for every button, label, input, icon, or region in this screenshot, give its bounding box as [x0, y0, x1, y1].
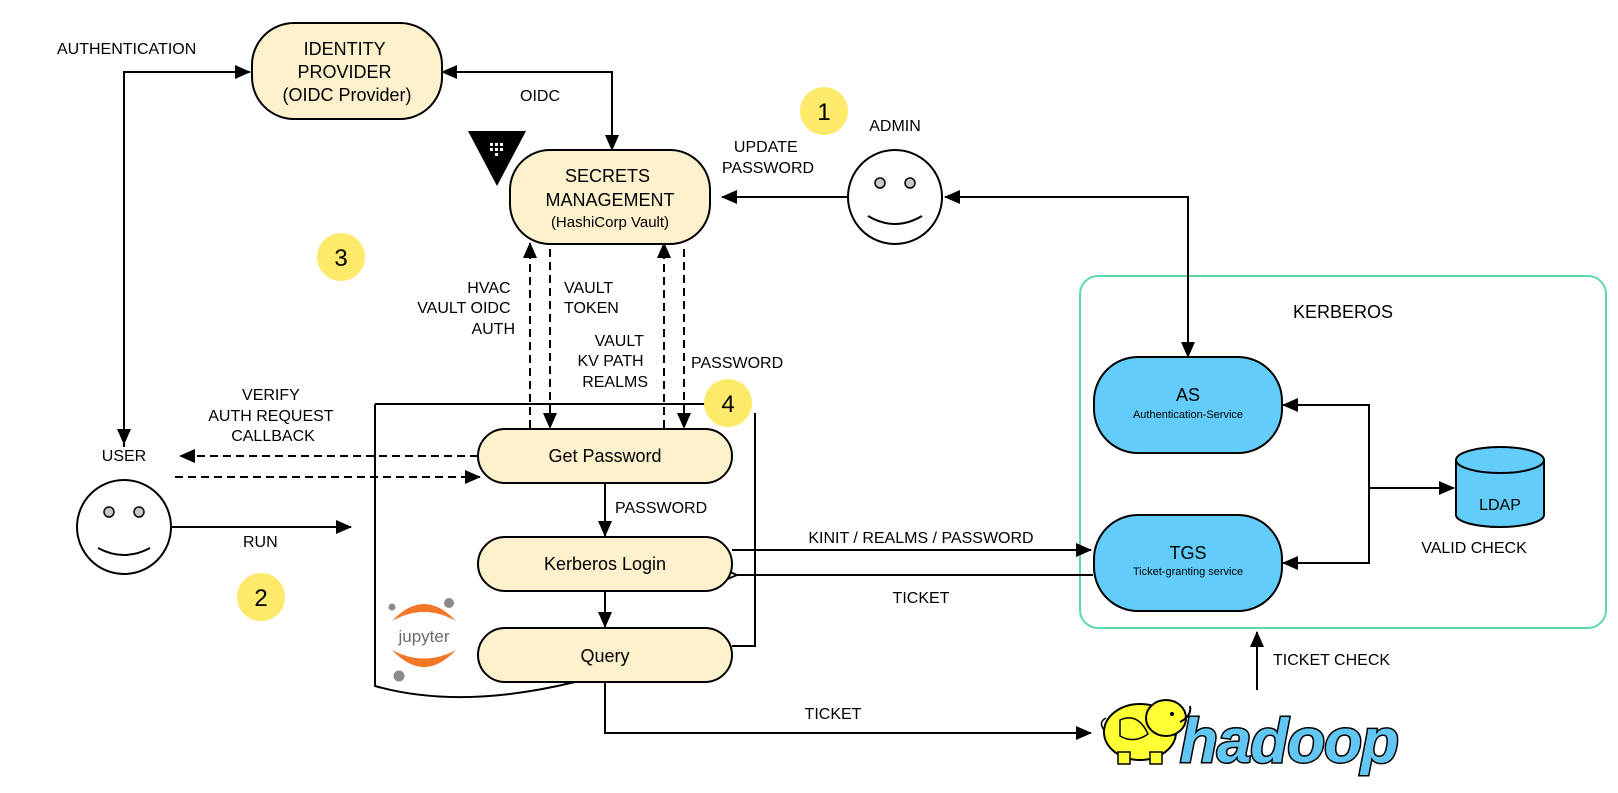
svg-text:(HashiCorp Vault): (HashiCorp Vault): [551, 214, 669, 231]
edge-ldap-to-as: [1282, 398, 1370, 488]
svg-text:Authentication-Service: Authentication-Service: [1133, 409, 1243, 421]
step-badge-4: 4: [704, 379, 752, 427]
hashicorp-vault-icon: [468, 131, 526, 186]
svg-text:2: 2: [254, 585, 267, 612]
edge-label-verify-callback: VERIFY AUTH REQUEST CALLBACK: [208, 387, 338, 445]
ldap-caption: VALID CHECK: [1421, 540, 1527, 557]
svg-text:jupyter: jupyter: [397, 627, 449, 646]
identity-provider-node[interactable]: IDENTITY PROVIDER (OIDC Provider): [251, 22, 443, 120]
edge-label-vault-token: VAULT TOKEN: [564, 280, 619, 317]
user-label: USER: [102, 448, 146, 465]
user-face-icon: [76, 479, 172, 575]
edge-label-run: RUN: [243, 534, 278, 551]
edge-label-authentication: AUTHENTICATION: [57, 41, 196, 58]
ldap-database[interactable]: LDAP: [1455, 446, 1545, 528]
edge-label-hvac-auth: HVAC VAULT OIDC AUTH: [417, 280, 515, 338]
svg-text:Kerberos Login: Kerberos Login: [544, 554, 666, 574]
admin-face-icon: [847, 149, 943, 245]
svg-text:3: 3: [334, 245, 347, 272]
svg-text:Query: Query: [580, 646, 629, 666]
svg-text:1: 1: [817, 99, 830, 126]
svg-text:SECRETS MANAGEMENT: SECRETS MANAGEMENT: [545, 166, 674, 210]
edge-oidc: [441, 65, 619, 151]
step-badge-3: 3: [317, 233, 365, 281]
svg-text:TGS: TGS: [1169, 543, 1206, 563]
edge-label-password-internal: PASSWORD: [615, 500, 707, 517]
svg-text:AS: AS: [1176, 385, 1200, 405]
admin-label: ADMIN: [869, 118, 921, 135]
jupyter-logo-icon: jupyter: [388, 598, 456, 682]
jupyter-container: [374, 403, 756, 699]
secrets-management-node[interactable]: SECRETS MANAGEMENT (HashiCorp Vault): [509, 149, 711, 245]
edge-label-oidc: OIDC: [520, 88, 560, 105]
edge-label-kinit: KINIT / REALMS / PASSWORD: [808, 530, 1033, 547]
svg-text:Get Password: Get Password: [548, 446, 661, 466]
step-badge-2: 2: [237, 573, 285, 621]
edge-label-vault-kv: VAULT KV PATH REALMS: [577, 333, 648, 391]
edge-ldap-to-tgs: [1282, 488, 1370, 570]
edge-as-admin: [944, 190, 1195, 358]
user-actor: USER: [76, 448, 172, 575]
tgs-node[interactable]: TGS Ticket-granting service: [1093, 514, 1283, 612]
edge-ticket-hadoop: [604, 681, 1092, 740]
edge-label-update-password: UPDATE PASSWORD: [722, 139, 814, 177]
hadoop-logo-icon: hadoop: [1100, 699, 1400, 778]
edge-label-ticket-hadoop: TICKET: [805, 706, 862, 723]
get-password-node[interactable]: Get Password: [477, 428, 733, 484]
svg-text:4: 4: [721, 391, 734, 418]
hadoop-elephant-icon: [1100, 699, 1192, 765]
edge-label-ticket-back: TICKET: [893, 590, 950, 607]
kerberos-login-node[interactable]: Kerberos Login: [477, 536, 733, 592]
edge-authentication-to-idp: [123, 65, 251, 447]
svg-text:Ticket-granting service: Ticket-granting service: [1133, 566, 1243, 578]
admin-actor: ADMIN: [847, 118, 943, 245]
kerberos-group-title: KERBEROS: [1293, 302, 1393, 322]
svg-text:LDAP: LDAP: [1479, 497, 1521, 514]
step-badge-1: 1: [800, 87, 848, 135]
edge-label-ticket-check: TICKET CHECK: [1273, 652, 1390, 669]
edge-label-password-return: PASSWORD: [691, 355, 783, 372]
svg-text:IDENTITY PROVIDER: IDENTITY PROVIDER (OIDC Provider): [282, 39, 411, 105]
hadoop-wordmark: hadoop: [1180, 707, 1398, 776]
query-node[interactable]: Query: [477, 627, 733, 683]
kerberos-group: [1079, 275, 1607, 629]
as-node[interactable]: AS Authentication-Service: [1093, 356, 1283, 454]
